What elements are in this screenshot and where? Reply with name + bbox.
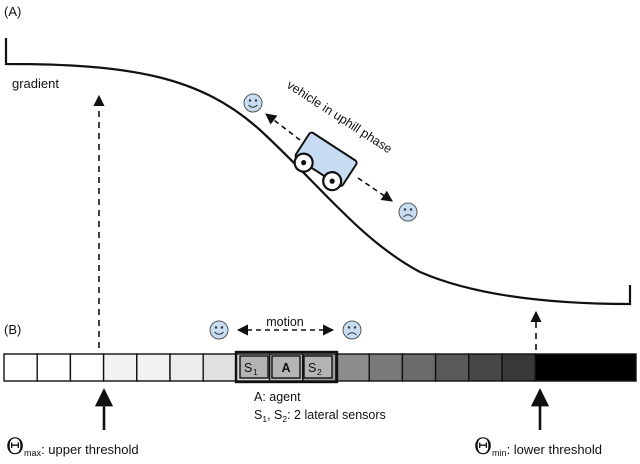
strip-cell [169, 353, 204, 382]
strip-cell [36, 353, 72, 382]
downhill-dashed-arrow [357, 177, 393, 202]
strip-cell [468, 353, 503, 382]
agent-cell: A [271, 355, 301, 379]
strip-cell [368, 353, 404, 382]
sensor2-text: S [308, 361, 316, 375]
strip-cell [102, 353, 138, 382]
gradient-label: gradient [12, 76, 59, 91]
strip-cell [136, 353, 171, 382]
uphill-dashed-arrow [265, 113, 301, 141]
legend-sensors: S1, S2: 2 lateral sensors [254, 408, 386, 424]
strip-cell [3, 353, 38, 382]
strip-cell [434, 353, 470, 382]
sensor1-sub: 1 [253, 367, 258, 377]
theta-max-label: Θmax: upper threshold [6, 435, 139, 460]
sensor-cell-2: S 2 [303, 355, 333, 379]
strip-cell [534, 353, 637, 382]
strip-cell [202, 353, 238, 382]
theta-min-label: Θmin: lower threshold [474, 435, 602, 460]
sensor-cell-1: S 1 [239, 355, 269, 379]
frowny-face-icon [398, 202, 418, 222]
frowny-face-icon [342, 320, 362, 340]
panel-a-label: (A) [4, 4, 21, 19]
agent-text: A [281, 361, 290, 375]
smiley-face-icon [209, 320, 229, 340]
strip-cell [501, 353, 536, 382]
sensor1-text: S [244, 361, 252, 375]
smiley-face-icon [243, 93, 263, 113]
strip-cell [401, 353, 437, 382]
strip-cell [69, 353, 105, 382]
strip-cell [335, 353, 370, 382]
vehicle-icon [293, 131, 358, 192]
motion-label: motion [266, 315, 304, 329]
sensor2-sub: 2 [317, 367, 322, 377]
vehicle-label: vehicle in uphill phase [284, 78, 394, 156]
panel-b-label: (B) [4, 322, 21, 337]
legend-agent: A: agent [254, 390, 301, 404]
gradient-curve [4, 38, 632, 306]
agent-window [234, 350, 339, 384]
